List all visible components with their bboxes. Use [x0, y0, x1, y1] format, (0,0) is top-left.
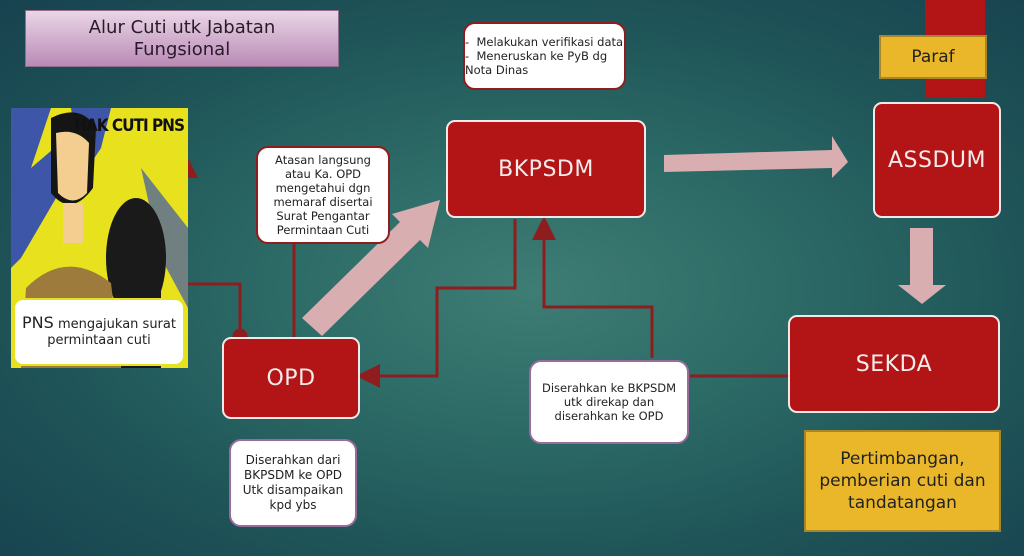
arrow-opd-to-bkpsdm [302, 200, 440, 336]
pns-request-text: mengajukan surat permintaan cuti [47, 317, 176, 348]
arrow-bkpsdm-to-assdum [664, 136, 848, 178]
pns-label: PNS [22, 313, 54, 332]
arrow-assdum-to-sekda [898, 228, 946, 304]
node-assdum: ASSDUM [873, 102, 1001, 218]
node-bkpsdm: BKPSDM [446, 120, 646, 218]
bkpsdm-tasks-note: - Melakukan verifikasi data - Meneruskan… [463, 22, 626, 90]
atasan-note: Atasan langsung atau Ka. OPD mengetahui … [256, 146, 390, 244]
task-item: - Melakukan verifikasi data [465, 35, 624, 49]
poster-heading: HAK CUTI PNS [74, 116, 185, 136]
task-item: - Meneruskan ke PyB dg Nota Dinas [465, 49, 608, 77]
diserahkan-dari-note: Diserahkan dari BKPSDM ke OPD Utk disamp… [229, 439, 357, 527]
diserahkan-ke-note: Diserahkan ke BKPSDM utk direkap dan dis… [529, 360, 689, 444]
node-opd: OPD [222, 337, 360, 419]
connector-opd-poster [174, 154, 248, 344]
node-sekda: SEKDA [788, 315, 1000, 413]
paraf-label: Paraf [879, 35, 987, 79]
page-title: Alur Cuti utk Jabatan Fungsional [25, 10, 339, 67]
connector-bkpsdm-opd [356, 219, 517, 388]
pns-request-note: PNS mengajukan surat permintaan cuti [13, 298, 185, 366]
connector-note-bkpsdm [532, 216, 654, 358]
pertimbangan-note: Pertimbangan, pemberian cuti dan tandata… [804, 430, 1001, 532]
